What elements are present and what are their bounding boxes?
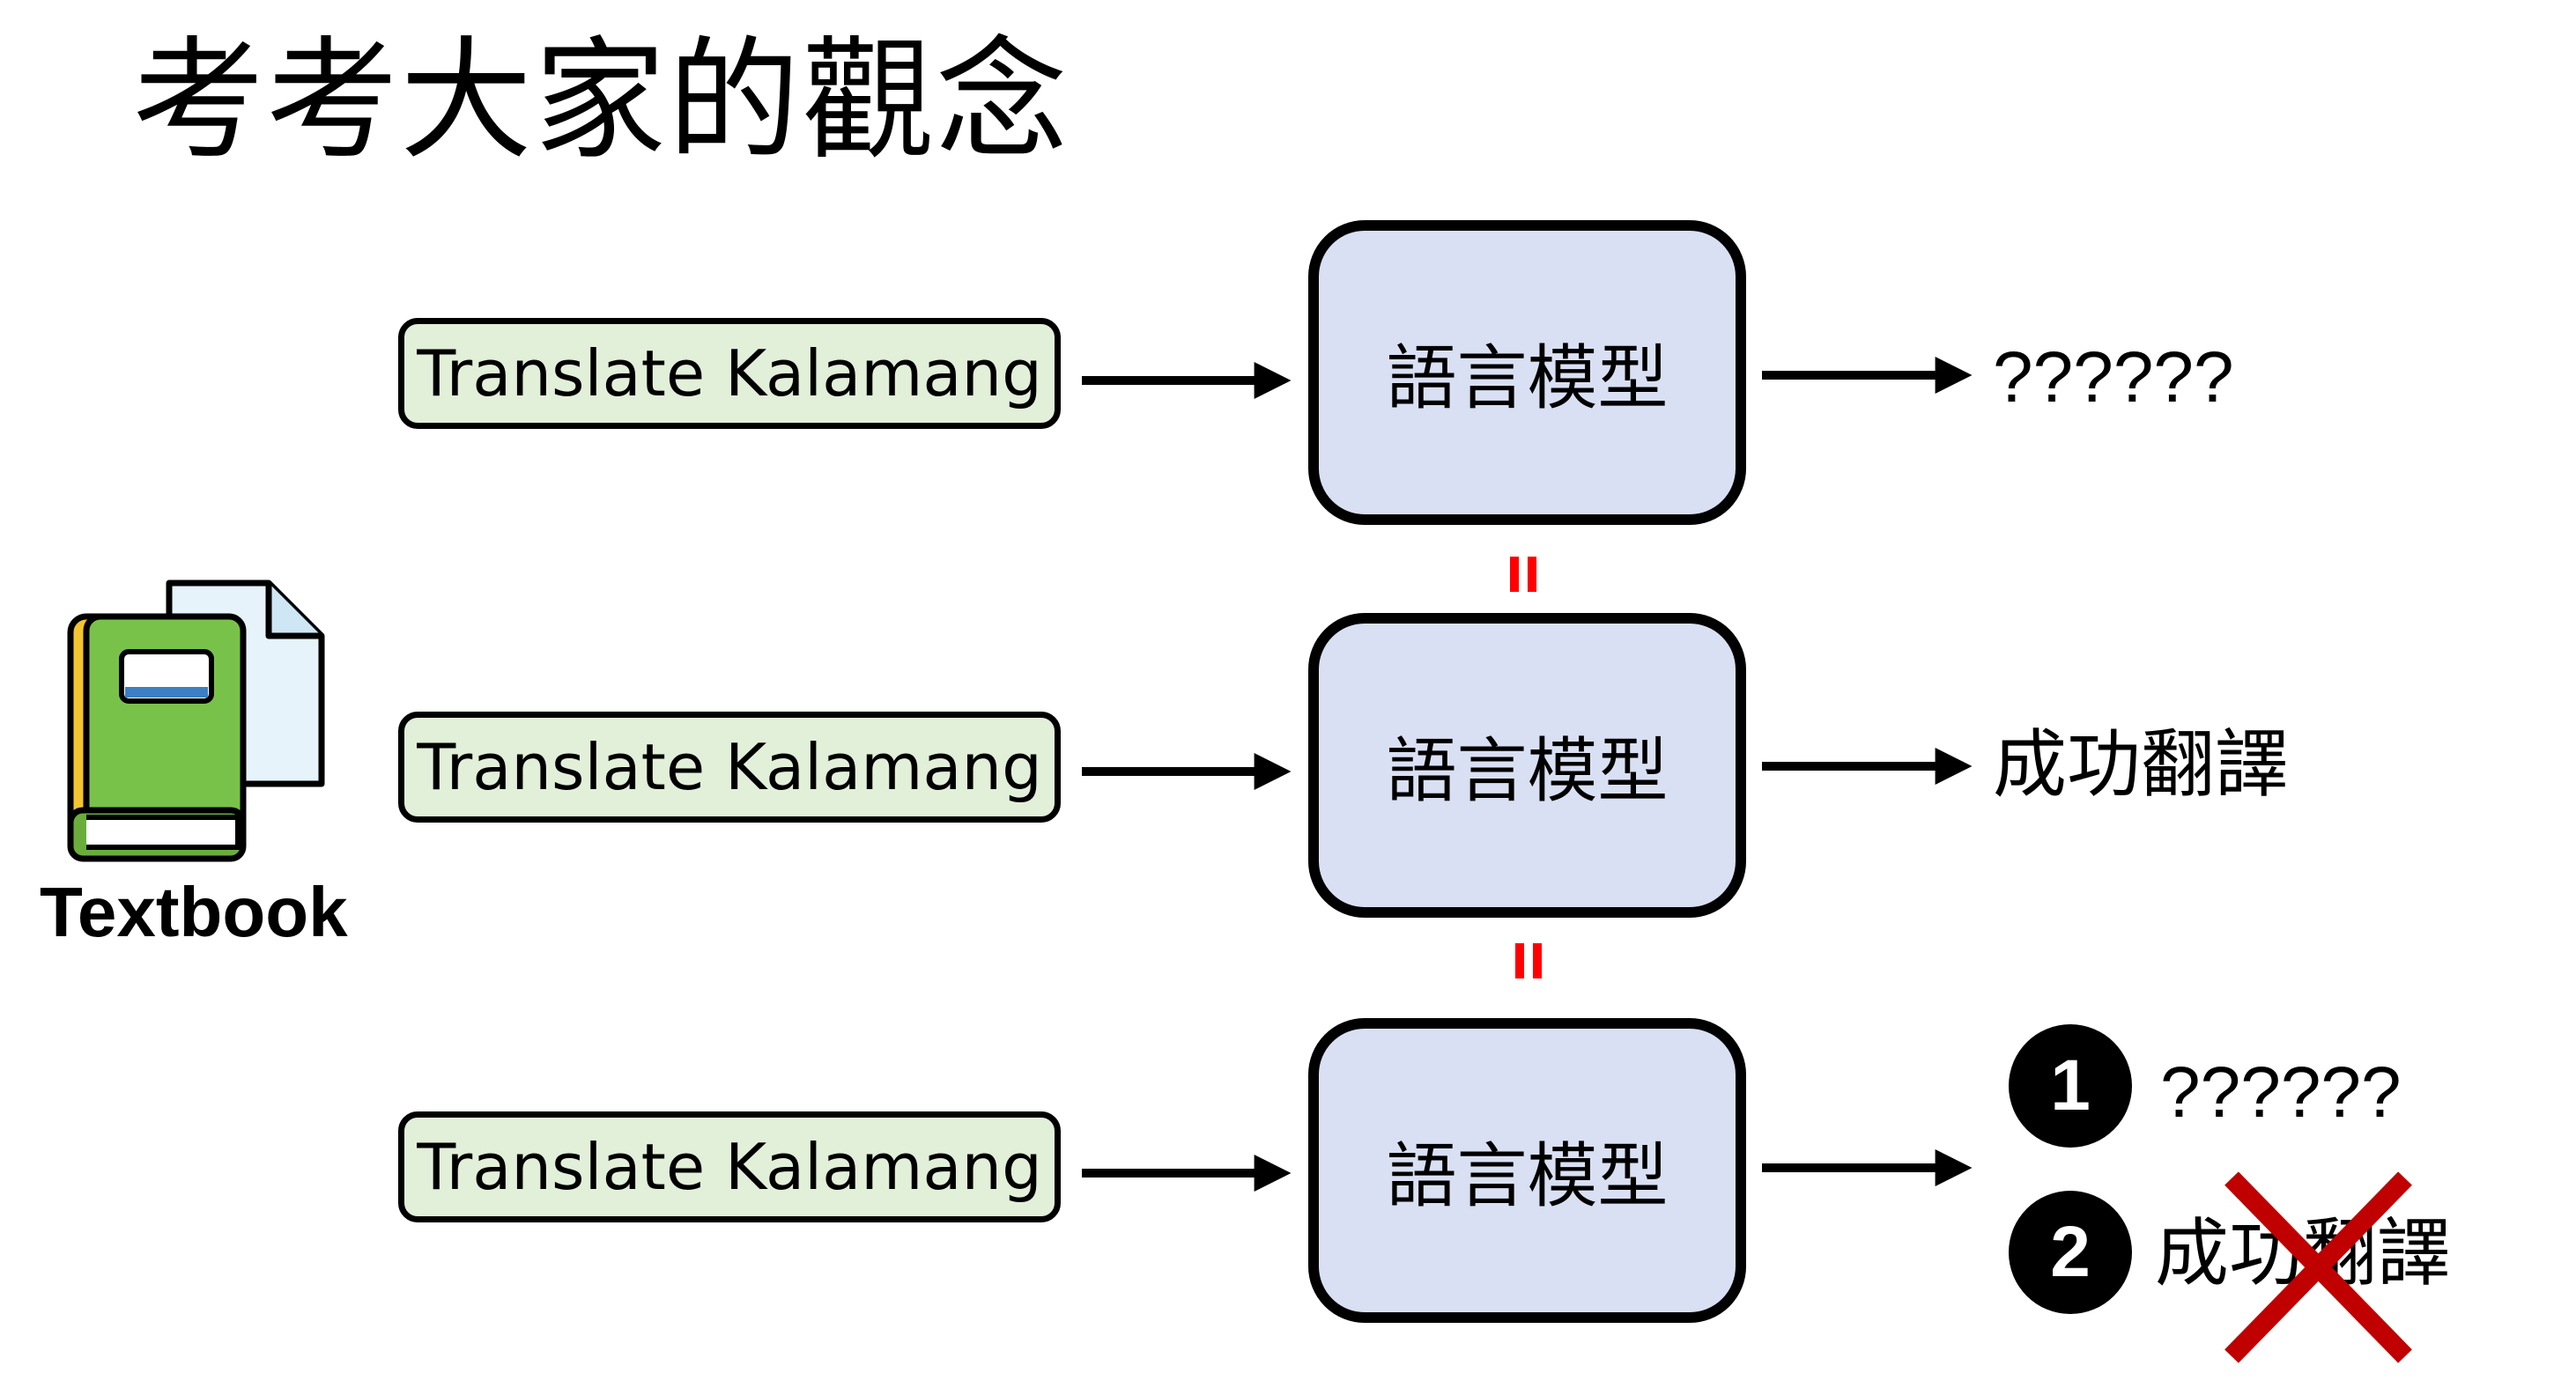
equals-mark-2 [1515,943,1543,978]
prompt-box-row2: Translate Kalamang [398,712,1061,823]
document-icon [166,580,325,787]
textbook-label: Textbook [40,873,348,951]
equals-mark-1 [1510,557,1538,592]
language-model-box-row1: 語言模型 [1308,220,1746,525]
book-icon [67,613,247,862]
option-number-badge-1: 1 [2009,1024,2132,1148]
option-text-2: 成功翻譯 [2155,1210,2452,1296]
slide-title: 考考大家的觀念 [132,25,1070,178]
language-model-box-row2: 語言模型 [1308,613,1746,918]
prompt-box-row1: Translate Kalamang [398,318,1061,429]
prompt-box-row3: Translate Kalamang [398,1111,1061,1222]
option-number-badge-2: 2 [2009,1191,2132,1314]
output-text-row1: ?????? [1993,337,2234,417]
language-model-box-row3: 語言模型 [1308,1018,1746,1323]
option-text-1: ?????? [2160,1052,2402,1133]
output-text-row2: 成功翻譯 [1993,721,2290,808]
